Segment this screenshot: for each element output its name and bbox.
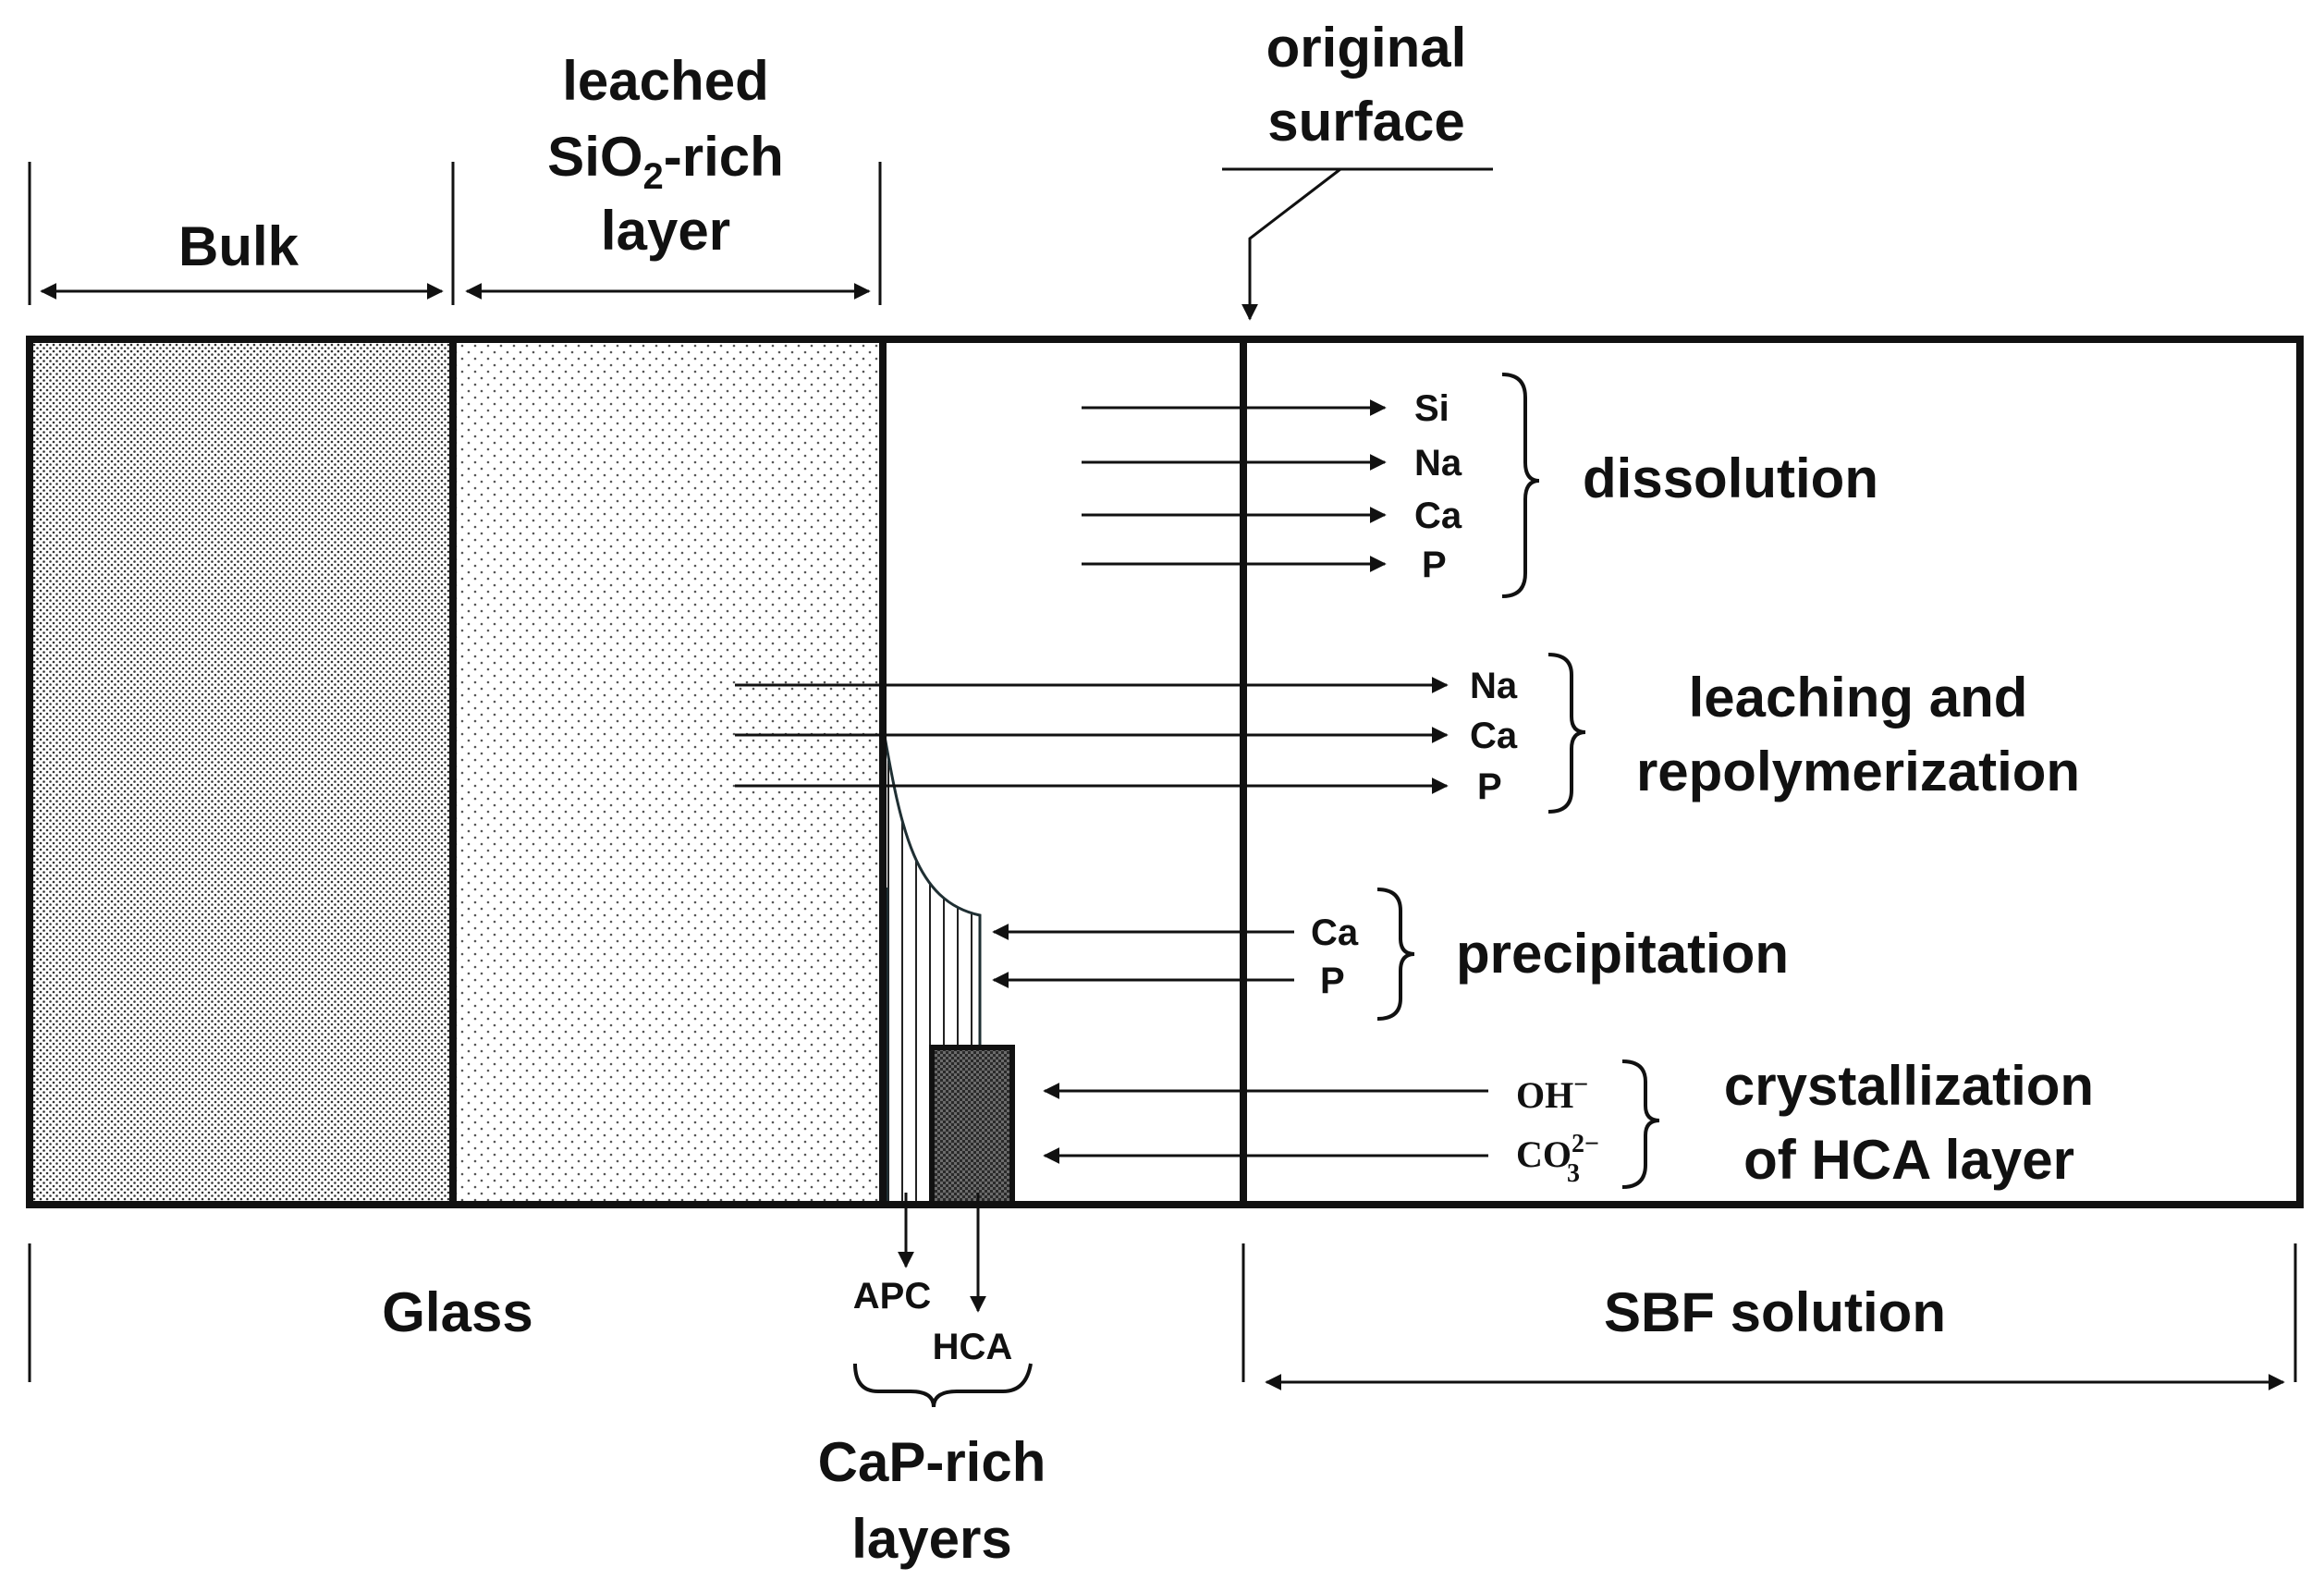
leaching-label-line2: repolymerization: [1636, 741, 2080, 802]
crystallization-label-line1: crystallization: [1724, 1055, 2094, 1117]
original-surface-label-line2: surface: [1267, 91, 1464, 153]
leached-label-line3: layer: [601, 200, 730, 262]
precipitation-ion-ca: Ca: [1311, 912, 1359, 953]
original-surface-pointer-arrow: [1242, 167, 1341, 321]
apc-layer-region: [883, 735, 980, 1205]
dissolution-ion-p: P: [1422, 545, 1447, 585]
leaching-label-line1: leaching and: [1689, 667, 2028, 729]
leached-layer-region: [453, 339, 880, 1205]
dissolution-ion-na: Na: [1414, 443, 1462, 484]
sbf-solution-label: SBF solution: [1604, 1281, 1946, 1343]
bulk-region: [30, 339, 453, 1205]
hca-layer-block: [929, 1045, 1015, 1207]
apc-label: APC: [853, 1276, 931, 1316]
caprich-label-line2: layers: [851, 1508, 1012, 1570]
dissolution-brace: [1501, 373, 1540, 598]
crystallization-ion-oh: OH−: [1516, 1071, 1588, 1116]
caprich-brace: [853, 1363, 1033, 1408]
dissolution-group: Si Na Ca P dissolution: [1082, 373, 1878, 598]
precipitation-label: precipitation: [1456, 923, 1789, 985]
leaching-ion-p: P: [1477, 766, 1502, 807]
hca-label: HCA: [933, 1327, 1013, 1367]
crystallization-label-line2: of HCA layer: [1743, 1129, 2074, 1191]
dissolution-ion-ca: Ca: [1414, 496, 1462, 536]
leaching-brace: [1547, 653, 1586, 814]
precipitation-ion-p: P: [1320, 961, 1345, 1001]
leaching-ion-na: Na: [1470, 666, 1518, 706]
precipitation-brace: [1376, 888, 1415, 1021]
crystallization-brace: [1621, 1059, 1660, 1189]
crystallization-ion-co3: CO2−3: [1516, 1130, 1599, 1188]
main-frame: [26, 336, 2304, 1208]
concentration-curve: [881, 725, 982, 1049]
caprich-label-line1: CaP-rich: [818, 1431, 1046, 1493]
precipitation-group: Ca P precipitation: [992, 888, 1789, 1021]
leached-label-line1: leached: [562, 50, 768, 112]
dissolution-label: dissolution: [1583, 447, 1878, 509]
leaching-group: Na Ca P leaching and repolymerization: [735, 653, 2080, 814]
leaching-ion-ca: Ca: [1470, 716, 1518, 756]
crystallization-group: OH− CO2−3 crystallization of HCA layer: [1043, 1055, 2094, 1191]
leached-label-line2: SiO2-rich: [547, 126, 784, 197]
bulk-label: Bulk: [178, 215, 300, 277]
glass-label: Glass: [382, 1281, 532, 1343]
dissolution-ion-si: Si: [1414, 388, 1449, 429]
original-surface-label-line1: original: [1266, 17, 1467, 79]
